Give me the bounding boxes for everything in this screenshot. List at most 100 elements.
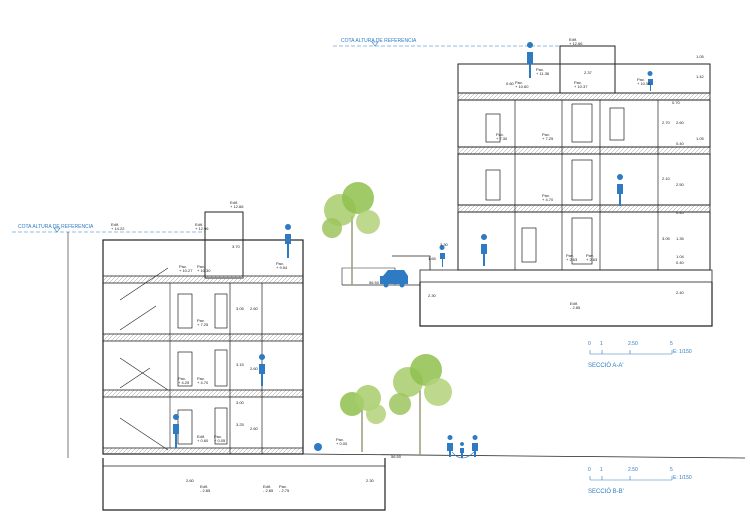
- svg-text:2.50: 2.50: [628, 341, 638, 347]
- svg-text:1.05: 1.05: [696, 54, 705, 59]
- person-icon: [259, 353, 266, 386]
- section-a-scale: E: 1/150: [673, 349, 692, 355]
- svg-text:2.40: 2.40: [676, 290, 685, 295]
- dimensions-b: 3.70 3.05 2.60 3.15 2.60 3.00 3.25 2.60 …: [186, 244, 375, 483]
- section-b-b: COTA ALTURA DE REFERENCIA: [12, 200, 746, 511]
- svg-text:3.25: 3.25: [236, 422, 245, 427]
- svg-text:Pav.: Pav.: [566, 253, 574, 258]
- svg-text:0.40: 0.40: [676, 141, 685, 146]
- svg-text:+ 0.60: + 0.60: [197, 438, 209, 443]
- svg-text:+ 10.56: + 10.56: [637, 81, 651, 86]
- svg-text:Pav.: Pav.: [279, 484, 287, 489]
- person-icon: [447, 434, 453, 457]
- svg-text:2.60: 2.60: [676, 120, 685, 125]
- person-icon: [617, 174, 624, 206]
- svg-text:2.30: 2.30: [366, 478, 375, 483]
- ball-icon: [314, 443, 322, 451]
- ground-line-b: [302, 453, 746, 459]
- svg-text:+ 2.63: + 2.63: [586, 257, 598, 262]
- svg-text:Pav.: Pav.: [178, 376, 186, 381]
- slabs-b: [102, 275, 304, 455]
- svg-text:Pav.: Pav.: [637, 77, 645, 82]
- svg-text:0.70: 0.70: [672, 100, 681, 105]
- svg-text:1.65: 1.65: [428, 256, 437, 261]
- svg-text:1: 1: [600, 341, 603, 347]
- svg-text:Pav.: Pav.: [496, 132, 504, 137]
- tree-icon: [322, 182, 380, 285]
- person-icon: [285, 224, 292, 258]
- svg-text:Pav.: Pav.: [542, 132, 550, 137]
- svg-text:+ 14.22: + 14.22: [111, 226, 125, 231]
- tree-icon: [389, 354, 452, 456]
- svg-text:+ 4.70: + 4.70: [197, 380, 209, 385]
- svg-text:2.60: 2.60: [250, 306, 259, 311]
- svg-text:+ 12.66: + 12.66: [569, 41, 583, 46]
- scale-bar-a: 0 1 2.50 5 SECCIÓ A-A' E: 1/150: [588, 341, 692, 369]
- svg-text:0.40: 0.40: [676, 260, 685, 265]
- basement-slab-a: [419, 269, 713, 283]
- svg-text:+ 7.25: + 7.25: [197, 322, 209, 327]
- svg-text:Pav.: Pav.: [197, 376, 205, 381]
- svg-text:+ 12.66: + 12.66: [230, 204, 244, 209]
- level-labels-b: Edif. + 14.22 Edif. + 12.66 Edif. + 12.9…: [111, 200, 348, 493]
- svg-text:+ 9.54: + 9.54: [276, 265, 288, 270]
- person-icon: [173, 414, 180, 448]
- jump-rope-icon: [451, 451, 475, 459]
- scale-bar-b: 0 1 2.50 5 SECCIÓ B-B' E: 1/150: [588, 467, 692, 495]
- svg-text:3.05: 3.05: [236, 306, 245, 311]
- svg-text:2.60: 2.60: [250, 366, 259, 371]
- staircase-b: [119, 267, 171, 451]
- car-icon: [380, 270, 408, 284]
- svg-text:+ 10.37: + 10.37: [574, 84, 588, 89]
- basement-b: [102, 458, 386, 511]
- ground-label-b: 56.50: [391, 454, 402, 459]
- svg-text:+ 0.00: + 0.00: [336, 441, 348, 446]
- section-a-a: COTA ALTURA DE REFERENCIA 56.50: [333, 37, 713, 369]
- svg-text:0: 0: [588, 467, 591, 473]
- person-icon: [527, 42, 534, 78]
- basement-a: [419, 282, 713, 327]
- svg-text:0: 0: [588, 341, 591, 347]
- svg-text:Pav.: Pav.: [515, 80, 523, 85]
- interior-walls-a: [485, 100, 659, 270]
- svg-text:3.30: 3.30: [440, 242, 449, 247]
- svg-text:Edif.: Edif.: [200, 484, 208, 489]
- svg-text:Edif.: Edif.: [569, 37, 577, 42]
- people-a: [439, 42, 653, 267]
- svg-text:5: 5: [670, 467, 673, 473]
- people-b: [173, 224, 478, 459]
- svg-text:2.30: 2.30: [428, 293, 437, 298]
- stair-tower-a: [559, 45, 616, 94]
- svg-text:+ 7.30: + 7.30: [496, 136, 508, 141]
- svg-text:+ 2.63: + 2.63: [566, 257, 578, 262]
- svg-text:2.70: 2.70: [662, 120, 671, 125]
- svg-text:- 2.85: - 2.85: [263, 488, 274, 493]
- svg-text:Pav.: Pav.: [214, 434, 222, 439]
- svg-text:+ 10.27: + 10.27: [179, 268, 193, 273]
- level-labels-a: Edif. + 12.66 Pav. + 11.36 Pav. + 10.60 …: [496, 37, 651, 310]
- person-icon: [481, 234, 488, 266]
- car-wheel-icon: [383, 282, 389, 288]
- svg-text:2.37: 2.37: [584, 70, 593, 75]
- svg-text:3.70: 3.70: [232, 244, 241, 249]
- svg-text:Pav.: Pav.: [197, 318, 205, 323]
- svg-text:1.04: 1.04: [676, 254, 685, 259]
- svg-text:3.00: 3.00: [236, 400, 245, 405]
- person-icon: [439, 245, 445, 267]
- svg-text:Pav.: Pav.: [574, 80, 582, 85]
- svg-text:Pav.: Pav.: [536, 67, 544, 72]
- svg-text:+ 4.70: + 4.70: [542, 197, 554, 202]
- svg-text:5: 5: [670, 341, 673, 347]
- section-b-title: SECCIÓ B-B': [588, 488, 624, 495]
- svg-text:3.05: 3.05: [662, 236, 671, 241]
- svg-text:+ 4.25: + 4.25: [178, 380, 190, 385]
- slab-1-a: [457, 204, 711, 213]
- trees: [322, 182, 452, 456]
- svg-text:1.42: 1.42: [696, 74, 705, 79]
- svg-text:0.40: 0.40: [676, 210, 685, 215]
- slab-2-a: [457, 146, 711, 155]
- svg-text:Edif.: Edif.: [263, 484, 271, 489]
- svg-text:Pav.: Pav.: [276, 261, 284, 266]
- floor-1-a: [457, 153, 711, 206]
